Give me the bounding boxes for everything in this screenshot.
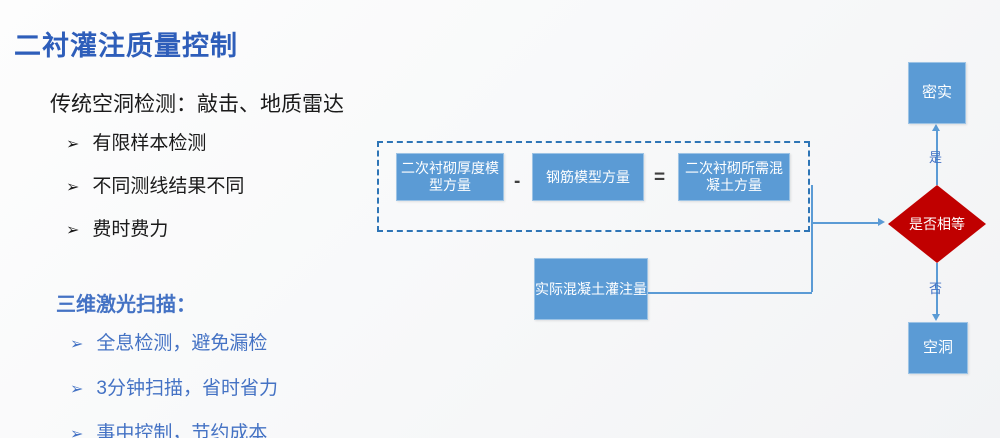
arrow-bullet-icon: ➢ xyxy=(66,222,80,239)
laser-scanning-heading: 三维激光扫描： xyxy=(56,294,196,316)
list-item-label: 费时费力 xyxy=(92,219,169,240)
arrow-bullet-icon: ➢ xyxy=(70,336,84,353)
formula-group-dashed-border xyxy=(377,141,810,232)
edge-label-no: 否 xyxy=(929,281,943,296)
list-item-label: 有限样本检测 xyxy=(92,133,207,154)
connector-segment-concrete-down xyxy=(811,185,813,223)
list-item-label: 事中控制，节约成本 xyxy=(96,423,268,438)
list-item: ➢ 全息检测，避免漏检 xyxy=(70,328,278,355)
list-item: ➢ 3分钟扫描，省时省力 xyxy=(70,373,278,400)
decision-equal-check: 是否相等 xyxy=(888,185,986,263)
list-item: ➢ 费时费力 xyxy=(66,214,244,241)
connector-yes-branch xyxy=(936,131,938,185)
list-item: ➢ 事中控制，节约成本 xyxy=(70,418,278,438)
list-item: ➢ 不同测线结果不同 xyxy=(66,171,244,198)
box-lining-thickness-volume: 二次衬砌厚度模型方量 xyxy=(396,153,504,201)
arrow-bullet-icon: ➢ xyxy=(70,426,84,438)
arrowhead-to-dense xyxy=(932,124,940,131)
box-outcome-void: 空洞 xyxy=(908,322,968,374)
connector-segment-actual-up xyxy=(811,222,813,292)
connector-no-branch xyxy=(936,263,938,315)
box-rebar-model-volume: 钢筋模型方量 xyxy=(532,153,644,201)
list-item-label: 3分钟扫描，省时省力 xyxy=(96,378,278,399)
connector-segment-actual-right xyxy=(648,292,812,294)
traditional-detection-heading: 传统空洞检测：敲击、地质雷达 xyxy=(50,93,344,116)
connector-segment-to-decision xyxy=(811,222,879,224)
page-title: 二衬灌注质量控制 xyxy=(14,31,238,61)
box-required-concrete-volume: 二次衬砌所需混凝土方量 xyxy=(678,153,790,201)
arrow-bullet-icon: ➢ xyxy=(70,381,84,398)
edge-label-yes: 是 xyxy=(929,150,943,165)
arrow-bullet-icon: ➢ xyxy=(66,179,80,196)
laser-scanning-bullets: ➢ 全息检测，避免漏检 ➢ 3分钟扫描，省时省力 ➢ 事中控制，节约成本 xyxy=(70,328,278,438)
arrowhead-to-decision xyxy=(878,218,885,226)
box-actual-grouting-volume: 实际混凝土灌注量 xyxy=(534,258,648,320)
list-item: ➢ 有限样本检测 xyxy=(66,128,244,155)
minus-operator: - xyxy=(514,171,521,192)
equals-operator: = xyxy=(654,167,666,188)
arrow-bullet-icon: ➢ xyxy=(66,136,80,153)
list-item-label: 不同测线结果不同 xyxy=(92,176,245,197)
box-outcome-dense: 密实 xyxy=(908,62,966,124)
traditional-detection-bullets: ➢ 有限样本检测 ➢ 不同测线结果不同 ➢ 费时费力 xyxy=(66,128,244,257)
list-item-label: 全息检测，避免漏检 xyxy=(96,333,268,354)
arrowhead-to-void xyxy=(932,314,940,321)
decision-label: 是否相等 xyxy=(909,216,965,232)
